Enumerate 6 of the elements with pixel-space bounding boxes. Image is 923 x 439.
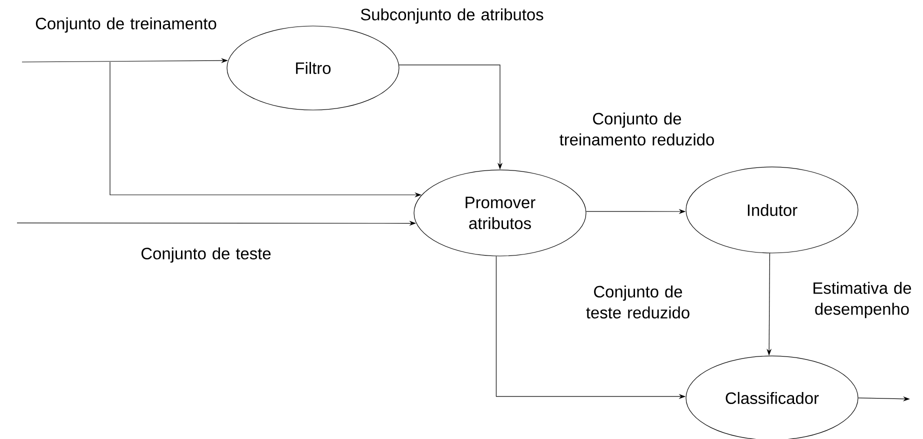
edge-label: Conjunto de treinamento bbox=[36, 17, 216, 33]
edge-label: Conjunto de treinamento reduzido bbox=[560, 112, 714, 146]
edge-label: Conjunto de teste bbox=[142, 247, 271, 263]
edge-label: Subconjunto de atributos bbox=[360, 8, 544, 24]
note-text: Estimativa de desempenho bbox=[814, 282, 912, 318]
note-text: Conjunto de teste reduzido bbox=[586, 286, 690, 318]
